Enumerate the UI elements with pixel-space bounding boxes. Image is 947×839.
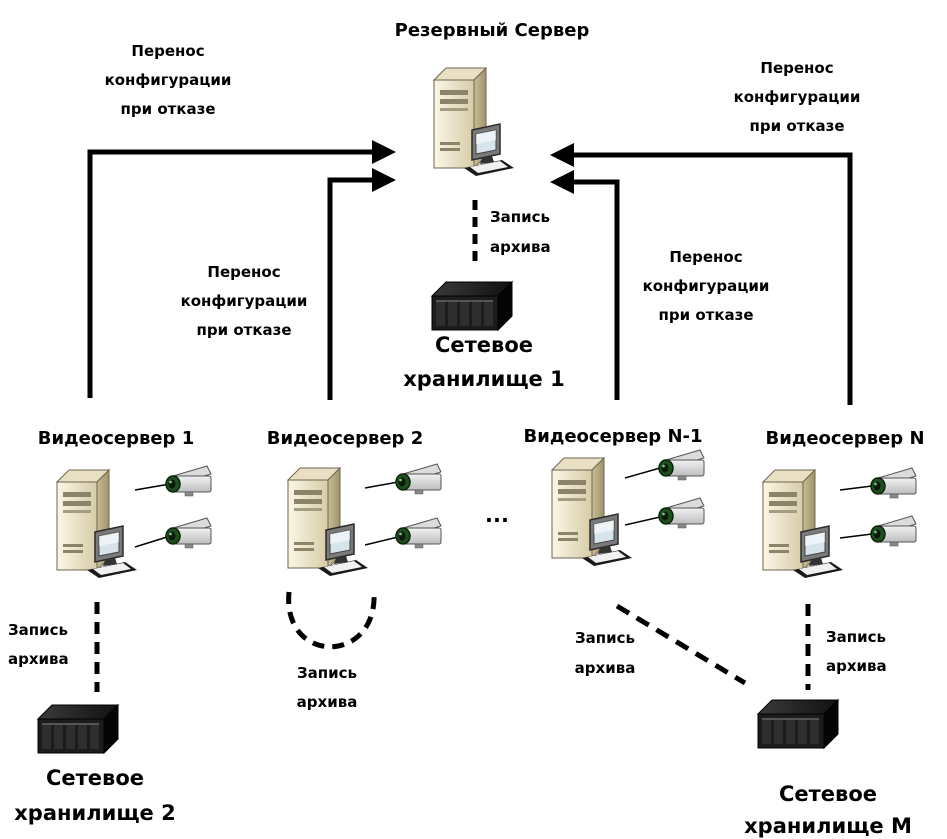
camera-icon: [395, 463, 442, 495]
failover-label-top-left: Перенос конфигурации при отказе: [105, 42, 232, 118]
archive-label-reserve: Запись архива: [490, 208, 551, 256]
failover-label-top-right: Перенос конфигурации при отказе: [734, 59, 861, 135]
failover-arrow-server-2: [327, 177, 380, 400]
video-server-n-icon: [762, 469, 844, 579]
failover-label-line: Перенос: [131, 42, 204, 60]
failover-label-line: конфигурации: [105, 71, 232, 89]
storage-m-icon: [757, 699, 839, 749]
storage-2-title-line-2: хранилище 2: [14, 801, 175, 825]
storage-2-icon: [37, 704, 119, 754]
failover-label-line: при отказе: [196, 321, 291, 339]
video-server-1-title: Видеосервер 1: [38, 428, 194, 449]
video-server-n-1-icon: [551, 457, 633, 567]
failover-label-line: конфигурации: [643, 277, 770, 295]
ellipsis-text: ...: [485, 503, 509, 527]
reserve-server-icon: [433, 67, 515, 177]
archive-label-line: архива: [8, 650, 69, 668]
archive-label-line: архива: [490, 238, 551, 256]
failover-label-line: Перенос: [760, 59, 833, 77]
storage-1-title-line-2: хранилище 1: [403, 367, 564, 391]
failover-label-mid-left: Перенос конфигурации при отказе: [181, 263, 308, 339]
archive-loop-server-2: [286, 591, 377, 650]
arrowhead-server-n-1: [550, 170, 574, 194]
archive-label-line: архива: [297, 693, 358, 711]
video-server-n-title: Видеосервер N: [765, 428, 924, 449]
reserve-server-title: Резервный Сервер: [395, 20, 590, 41]
arrowhead-server-2: [372, 168, 396, 192]
failover-label-line: конфигурации: [734, 88, 861, 106]
archive-label-server-1: Запись архива: [8, 621, 69, 668]
archive-label-server-2: Запись архива: [297, 664, 358, 711]
arrowhead-server-1: [372, 140, 396, 164]
archive-label-line: Запись: [826, 628, 886, 646]
camera-icon: [658, 497, 705, 529]
video-server-2-title: Видеосервер 2: [267, 428, 423, 449]
archive-label-line: Запись: [490, 208, 550, 226]
failover-label-line: Перенос: [669, 248, 742, 266]
failover-label-line: Перенос: [207, 263, 280, 281]
camera-icon: [870, 515, 917, 547]
archive-label-line: архива: [575, 659, 636, 677]
storage-2-title-line-1: Сетевое: [46, 766, 144, 790]
camera-cables: [134, 467, 873, 548]
failover-label-line: при отказе: [749, 117, 844, 135]
storage-1-title-line-1: Сетевое: [435, 333, 533, 357]
camera-icon: [658, 449, 705, 481]
failover-arrow-server-n: [565, 152, 853, 405]
arrowhead-server-n: [550, 143, 574, 167]
camera-icon: [395, 517, 442, 549]
archive-link-server-n-1: [615, 603, 747, 686]
archive-label-line: Запись: [575, 629, 635, 647]
video-server-1-icon: [56, 469, 138, 579]
failover-arrow-server-n-1: [565, 179, 620, 400]
failover-label-line: при отказе: [658, 306, 753, 324]
storage-m-title-line-2: хранилище M: [744, 814, 912, 838]
video-server-2-icon: [287, 467, 369, 577]
archive-label-server-n-1: Запись архива: [575, 629, 636, 677]
storage-m-title-line-1: Сетевое: [779, 782, 877, 806]
failover-arrow-server-1: [87, 149, 380, 398]
failover-label-mid-right: Перенос конфигурации при отказе: [643, 248, 770, 324]
video-server-n-1-title: Видеосервер N-1: [523, 426, 702, 447]
camera-icon: [165, 465, 212, 497]
archive-label-line: Запись: [297, 664, 357, 682]
archive-label-line: Запись: [8, 621, 68, 639]
archive-label-line: архива: [826, 657, 887, 675]
camera-icon: [870, 467, 917, 499]
failover-label-line: при отказе: [120, 100, 215, 118]
storage-1-icon: [431, 281, 513, 331]
archive-label-server-n: Запись архива: [826, 628, 887, 675]
camera-icon: [165, 517, 212, 549]
failover-label-line: конфигурации: [181, 292, 308, 310]
